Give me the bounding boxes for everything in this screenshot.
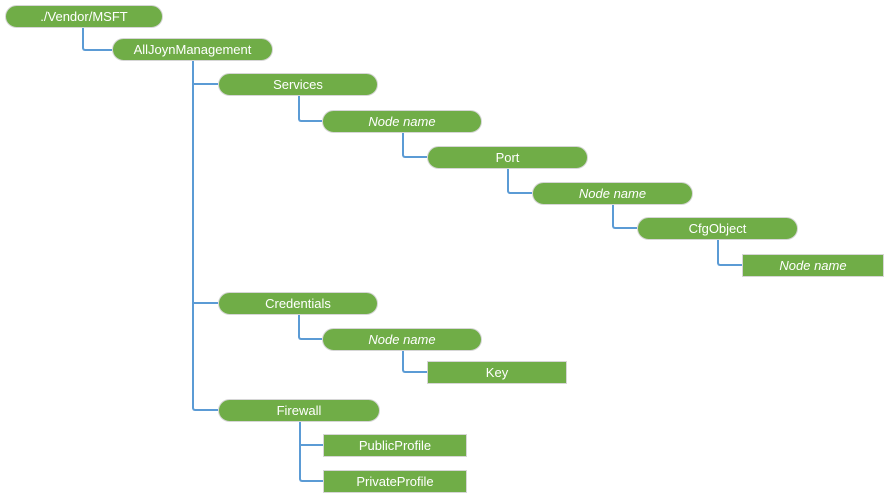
node-port: Port	[427, 146, 588, 169]
connector-credentials-to-nodename	[298, 315, 322, 340]
connector-branch-to-credentials	[192, 302, 218, 304]
connector-nodename-to-port	[402, 133, 427, 158]
node-services: Services	[218, 73, 378, 96]
connector-alljoynmanagement-trunk-to-firewall	[192, 61, 218, 411]
node-port-nodename: Node name	[532, 182, 693, 205]
node-alljoynmanagement: AllJoynManagement	[112, 38, 273, 61]
node-credentials-nodename: Node name	[322, 328, 482, 351]
connector-services-to-nodename	[298, 96, 322, 122]
connector-root-to-alljoynmanagement	[82, 28, 112, 51]
node-publicprofile: PublicProfile	[323, 434, 467, 457]
node-credentials: Credentials	[218, 292, 378, 315]
node-privateprofile: PrivateProfile	[323, 470, 467, 493]
connector-firewall-trunk-to-privateprofile	[299, 422, 323, 482]
connector-nodename-to-cfgobject	[612, 205, 637, 229]
connector-cfgobject-to-nodename	[717, 240, 742, 266]
node-services-nodename: Node name	[322, 110, 482, 133]
node-key: Key	[427, 361, 567, 384]
node-vendor-msft: ./Vendor/MSFT	[5, 5, 163, 28]
connector-branch-to-services	[192, 83, 218, 85]
node-cfgobject: CfgObject	[637, 217, 798, 240]
node-firewall: Firewall	[218, 399, 380, 422]
connector-nodename-to-key	[402, 351, 427, 373]
node-cfgobject-nodename: Node name	[742, 254, 884, 277]
connector-branch-to-publicprofile	[299, 444, 323, 446]
connector-port-to-nodename	[507, 169, 532, 194]
